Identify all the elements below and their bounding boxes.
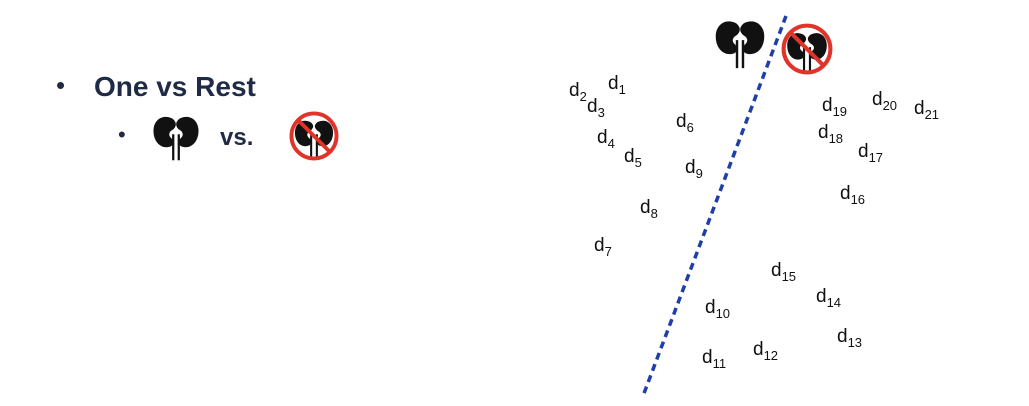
document-d12: d12: [753, 340, 778, 362]
negative-class-no-kidney-icon: [780, 22, 834, 76]
document-d4: d4: [597, 128, 615, 150]
document-d20: d20: [872, 90, 897, 112]
document-letter: d: [597, 127, 608, 148]
document-index: 17: [868, 150, 884, 165]
document-letter: d: [676, 111, 687, 132]
document-index: 19: [832, 104, 848, 119]
document-index: 9: [695, 166, 703, 181]
document-d16: d16: [840, 184, 865, 206]
document-d19: d19: [822, 96, 847, 118]
document-d2: d2: [569, 81, 587, 103]
document-index: 16: [850, 192, 866, 207]
document-letter: d: [608, 73, 619, 94]
document-index: 11: [712, 356, 727, 371]
document-d10: d10: [705, 298, 730, 320]
document-d5: d5: [624, 147, 642, 169]
document-letter: d: [624, 146, 635, 167]
document-index: 14: [826, 295, 842, 310]
document-letter: d: [840, 183, 851, 204]
no-kidney-icon: [288, 110, 340, 162]
document-index: 3: [597, 105, 605, 120]
document-d8: d8: [640, 198, 658, 220]
document-index: 5: [634, 155, 642, 170]
document-letter: d: [594, 235, 605, 256]
document-letter: d: [872, 89, 883, 110]
document-d21: d21: [914, 99, 939, 121]
document-letter: d: [753, 339, 764, 360]
document-index: 15: [781, 269, 797, 284]
document-letter: d: [837, 326, 848, 347]
document-index: 1: [618, 82, 626, 97]
document-index: 6: [686, 120, 694, 135]
vs-label: vs.: [220, 124, 254, 151]
document-letter: d: [771, 260, 782, 281]
document-d3: d3: [587, 97, 605, 119]
document-d11: d11: [702, 348, 726, 370]
document-letter: d: [816, 286, 827, 307]
document-d1: d1: [608, 74, 626, 96]
document-letter: d: [685, 157, 696, 178]
document-d13: d13: [837, 327, 862, 349]
document-letter: d: [822, 95, 833, 116]
document-index: 13: [847, 335, 863, 350]
document-index: 7: [604, 244, 612, 259]
document-letter: d: [818, 122, 829, 143]
document-index: 10: [715, 306, 731, 321]
document-d6: d6: [676, 112, 694, 134]
kidney-icon: [150, 110, 202, 162]
document-index: 2: [579, 89, 587, 104]
document-index: 12: [763, 348, 779, 363]
document-d9: d9: [685, 158, 703, 180]
document-index: 21: [924, 107, 940, 122]
document-letter: d: [587, 96, 598, 117]
document-letter: d: [858, 141, 869, 162]
document-d15: d15: [771, 261, 796, 283]
bullet-one-vs-rest: One vs Rest: [94, 71, 256, 102]
document-index: 8: [650, 206, 658, 221]
document-d17: d17: [858, 142, 883, 164]
document-index: 18: [828, 131, 844, 146]
document-letter: d: [640, 197, 651, 218]
document-letter: d: [705, 297, 716, 318]
document-letter: d: [914, 98, 925, 119]
document-letter: d: [702, 347, 713, 368]
document-d18: d18: [818, 123, 843, 145]
document-d14: d14: [816, 287, 841, 309]
bullet-marker: •: [56, 70, 66, 100]
positive-class-kidney-icon: [712, 14, 768, 70]
document-index: 4: [607, 136, 615, 151]
document-index: 20: [882, 98, 898, 113]
document-letter: d: [569, 80, 580, 101]
sub-bullet-marker: •: [118, 122, 126, 147]
document-d7: d7: [594, 236, 612, 258]
